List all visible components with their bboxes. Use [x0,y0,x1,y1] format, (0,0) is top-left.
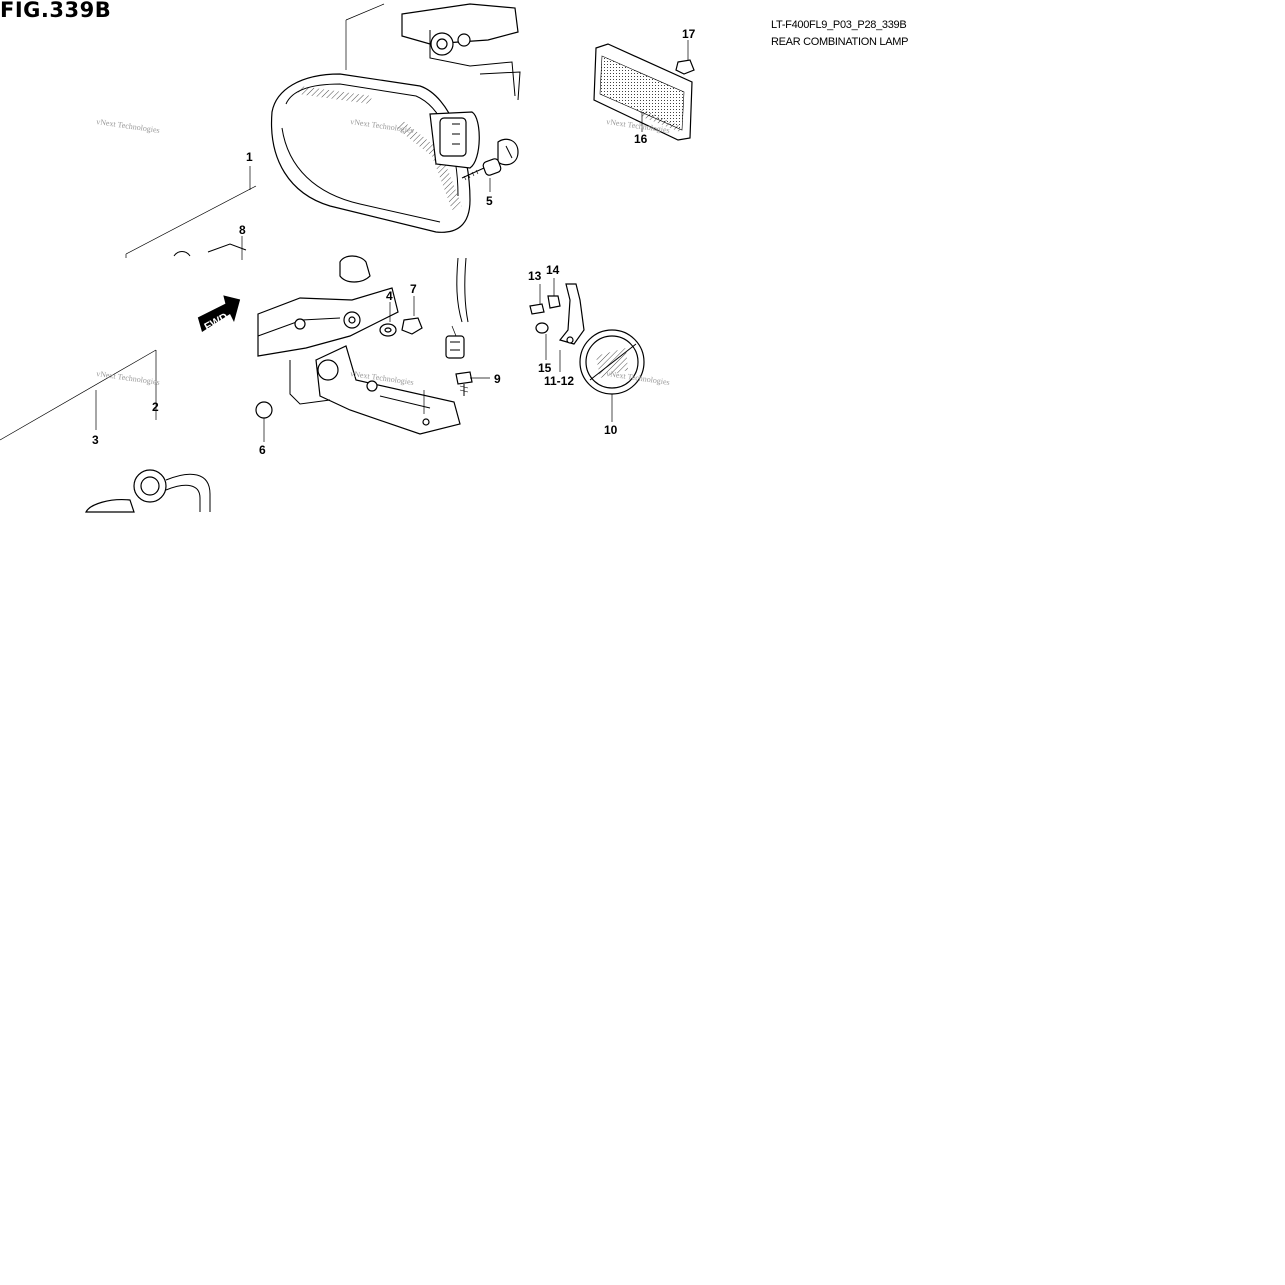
tail-lamp-housing [270,3,521,233]
callout-8: 8 [239,223,246,237]
callout-1: 1 [246,150,253,164]
callout-13: 13 [528,269,542,283]
callout-11-12: 11-12 [544,374,574,388]
callout-10: 10 [604,423,618,437]
callout-16: 16 [634,132,648,146]
callout-7: 7 [410,282,417,296]
callout-4: 4 [386,289,393,303]
callout-17: 17 [682,27,696,41]
callout-14: 14 [546,263,560,277]
callout-15: 15 [538,361,552,375]
figure-name: REAR COMBINATION LAMP [771,36,909,48]
leader-lines [263,178,491,442]
callout-6: 6 [259,443,266,457]
fwd-arrow: FWD [197,295,241,333]
license-lamp [529,278,645,422]
callouts: 1 2 3 4 5 6 7 8 9 10 11-12 13 14 15 16 1… [92,27,696,457]
frame-lines [0,166,257,441]
figure-title: FIG.339B [0,0,112,22]
lower-bracket [257,255,469,435]
small-fasteners [379,158,502,396]
figure-code: LT-F400FL9_P03_P28_339B [771,19,907,31]
callout-3: 3 [92,433,99,447]
reflector [593,40,695,141]
callout-5: 5 [486,194,493,208]
bulb-socket [85,401,273,513]
watermark-text: vNext Technologies [96,369,161,387]
callout-9: 9 [494,372,501,386]
callout-2: 2 [152,400,159,414]
watermark-text: vNext Technologies [96,117,161,135]
